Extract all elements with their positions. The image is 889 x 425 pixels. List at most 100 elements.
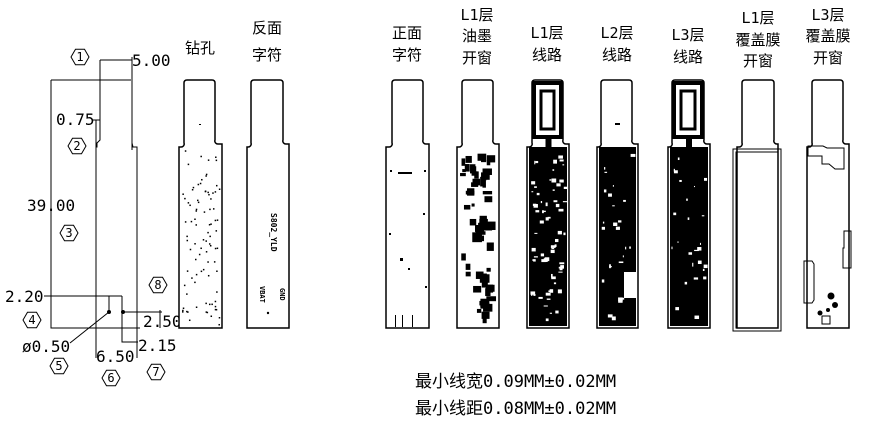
drill-hole bbox=[182, 193, 184, 195]
trace-gap bbox=[629, 246, 631, 249]
trace-gap bbox=[618, 297, 623, 302]
trace-gap bbox=[692, 262, 694, 267]
drill-hole bbox=[189, 204, 191, 207]
drill-hole bbox=[210, 223, 212, 225]
board-outline bbox=[246, 79, 290, 329]
drill-hole bbox=[200, 270, 203, 273]
trace-gap bbox=[554, 238, 559, 243]
silk-mark bbox=[395, 315, 396, 327]
part-outline bbox=[95, 60, 138, 329]
trace-gap bbox=[563, 232, 566, 236]
drill-hole bbox=[216, 247, 219, 250]
hole-1 bbox=[107, 310, 111, 314]
trace-gap bbox=[673, 212, 677, 216]
drill-hole bbox=[195, 273, 198, 276]
trace-gap bbox=[559, 289, 562, 293]
panel-label: 开窗 bbox=[743, 52, 773, 70]
drill-hole bbox=[198, 253, 201, 256]
drill-hole bbox=[208, 243, 211, 245]
trace-gap bbox=[549, 312, 553, 314]
mask-opening bbox=[481, 278, 488, 288]
coverlay-opening bbox=[842, 230, 852, 269]
panel-label: 线路 bbox=[532, 46, 562, 64]
trace-gap bbox=[534, 186, 537, 188]
layer-features bbox=[732, 148, 782, 332]
drill-hole bbox=[215, 308, 218, 311]
mask-opening bbox=[479, 215, 487, 226]
trace-gap bbox=[694, 249, 699, 252]
trace-gap bbox=[532, 203, 537, 206]
trace-gap bbox=[551, 276, 556, 280]
trace-gap bbox=[531, 191, 534, 193]
trace-gap bbox=[693, 277, 699, 280]
drill-hole bbox=[186, 235, 188, 238]
trace-gap bbox=[549, 289, 554, 293]
drill-hole bbox=[218, 188, 221, 191]
callout-8: 8 bbox=[148, 276, 168, 294]
trace-gap bbox=[540, 201, 543, 204]
trace-gap bbox=[601, 226, 606, 230]
trace-gap bbox=[551, 273, 553, 278]
silk-mark bbox=[412, 315, 413, 327]
drill-hole bbox=[183, 284, 186, 287]
callout-number: 5 bbox=[55, 359, 62, 373]
trace-gap bbox=[538, 296, 543, 299]
trace-gap bbox=[703, 264, 708, 269]
trace-gap bbox=[550, 245, 556, 248]
drill-hole bbox=[208, 193, 210, 196]
mask-opening bbox=[486, 242, 494, 251]
drill-hole bbox=[211, 303, 213, 306]
trace-gap bbox=[602, 221, 605, 224]
drill-hole bbox=[195, 258, 197, 261]
panel-label: 覆盖膜 bbox=[735, 31, 780, 49]
trace-gap bbox=[697, 260, 702, 265]
mask-opening bbox=[472, 232, 482, 243]
trace-gap bbox=[622, 297, 625, 300]
dim-075-line bbox=[92, 119, 100, 348]
callout-hexagon bbox=[59, 224, 79, 242]
callout-number: 3 bbox=[65, 226, 72, 240]
trace-gap bbox=[543, 258, 545, 261]
trace-gap bbox=[611, 316, 616, 321]
mask-opening bbox=[460, 173, 466, 177]
callout-hexagon bbox=[148, 276, 168, 294]
callout-number: 1 bbox=[76, 50, 83, 64]
antenna-feed bbox=[686, 137, 692, 147]
drill-hole bbox=[195, 208, 198, 211]
trace-gap bbox=[615, 226, 620, 230]
dim-width-body: 6.50 bbox=[96, 347, 135, 366]
callout-1: 1 bbox=[70, 48, 90, 66]
drill-hole bbox=[184, 150, 187, 152]
callout-hexagon bbox=[22, 311, 42, 329]
pad bbox=[826, 308, 830, 312]
drill-hole bbox=[186, 293, 188, 295]
callout-5: 5 bbox=[49, 357, 69, 375]
dim-width-top: 5.00 bbox=[132, 51, 171, 70]
drill-hole bbox=[194, 243, 196, 245]
mask-opening bbox=[463, 204, 471, 210]
trace-gap bbox=[546, 298, 551, 300]
callout-4: 4 bbox=[22, 311, 42, 329]
silk-text: VBAT bbox=[258, 286, 266, 303]
callout-6: 6 bbox=[101, 369, 121, 387]
coverlay-opening-inner bbox=[735, 151, 779, 329]
drill-hole bbox=[214, 219, 217, 222]
drill-hole bbox=[187, 311, 189, 313]
trace-gap bbox=[533, 256, 538, 258]
trace-gap bbox=[604, 167, 606, 170]
panel-label: 覆盖膜 bbox=[805, 27, 850, 45]
drill-hole bbox=[208, 223, 211, 226]
drill-hole bbox=[214, 300, 217, 303]
drill-hole bbox=[191, 277, 193, 279]
callout-2: 2 bbox=[67, 137, 87, 155]
antenna-feed bbox=[545, 137, 552, 147]
callout-number: 4 bbox=[28, 313, 35, 327]
drill-hole bbox=[197, 183, 200, 186]
silk-dot bbox=[266, 311, 270, 315]
